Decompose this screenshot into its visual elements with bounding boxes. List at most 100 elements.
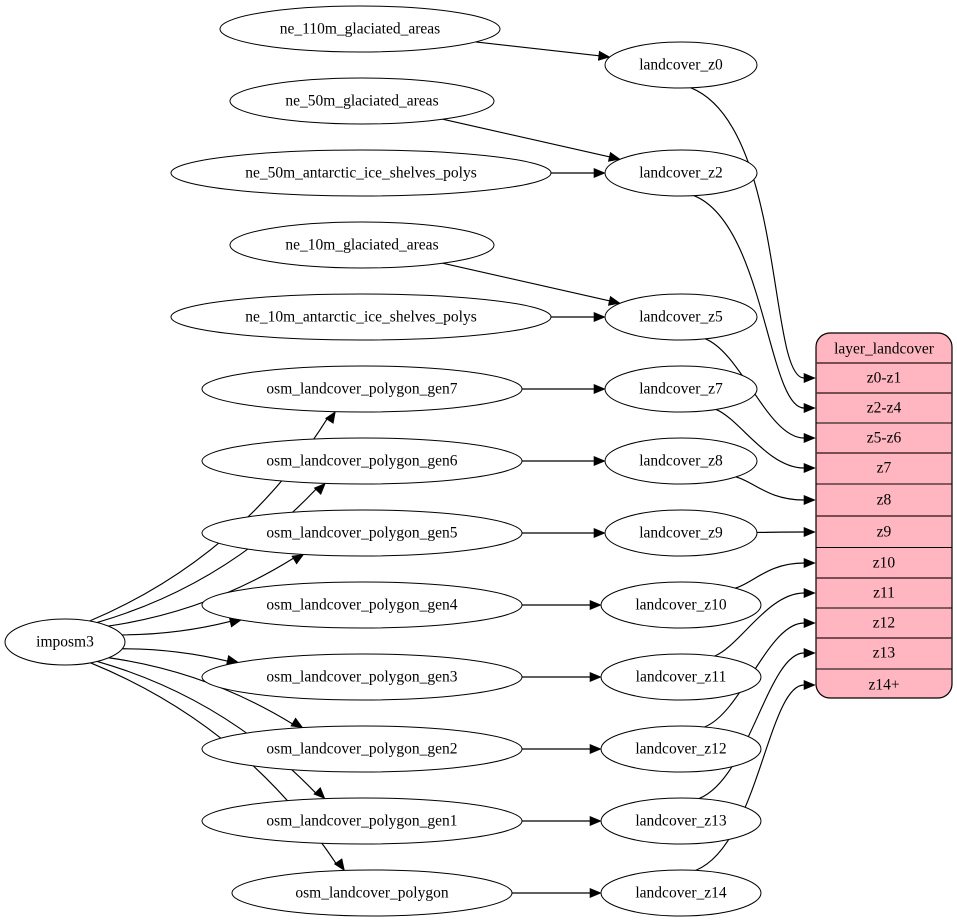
edge-arrowhead	[803, 617, 816, 629]
edge-arrowhead	[313, 787, 326, 800]
table-row[interactable]: z7	[816, 460, 952, 485]
node-landcover_z12[interactable]: landcover_z12	[600, 725, 762, 773]
table-row[interactable]: z11	[816, 585, 952, 609]
edge-landcover_z13-to-z13	[698, 652, 805, 800]
node-label: landcover_z12	[635, 741, 726, 758]
table-row-label: z5-z6	[867, 430, 902, 447]
edge-arrowhead	[290, 717, 304, 729]
node-osm_landcover_polygon_gen2[interactable]: osm_landcover_polygon_gen2	[201, 725, 523, 773]
node-label: osm_landcover_polygon_gen2	[266, 741, 457, 758]
edge-arrowhead	[593, 455, 606, 467]
node-landcover_z0[interactable]: landcover_z0	[604, 41, 758, 89]
node-landcover_z14[interactable]: landcover_z14	[600, 869, 762, 917]
node-shape	[201, 797, 523, 845]
edge-arrowhead	[589, 743, 602, 755]
node-shape	[229, 77, 495, 125]
edge-landcover_z8-to-z8	[735, 476, 805, 501]
table-row-label: z14+	[868, 677, 899, 694]
node-label: ne_110m_glaciated_areas	[280, 21, 440, 38]
edge-arrowhead	[803, 679, 816, 691]
node-ne_10m_antarctic_ice_shelves_polys[interactable]: ne_10m_antarctic_ice_shelves_polys	[170, 293, 552, 341]
node-osm_landcover_polygon_gen4[interactable]: osm_landcover_polygon_gen4	[201, 581, 523, 629]
node-label: ne_10m_antarctic_ice_shelves_polys	[245, 309, 477, 326]
node-shape	[170, 149, 552, 197]
node-osm_landcover_polygon[interactable]: osm_landcover_polygon	[231, 869, 513, 917]
node-osm_landcover_polygon_gen1[interactable]: osm_landcover_polygon_gen1	[201, 797, 523, 845]
edge-imposm3-to-osm_landcover_polygon_gen3	[122, 648, 228, 662]
edge-landcover_z0-to-z0-z1	[690, 87, 805, 379]
edge-arrowhead	[593, 383, 606, 395]
table-row[interactable]: z8	[816, 492, 952, 517]
table-row[interactable]: z2-z4	[816, 400, 952, 424]
edge-ne_10m_glaciated_areas-to-landcover_z5	[442, 262, 610, 302]
node-osm_landcover_polygon_gen3[interactable]: osm_landcover_polygon_gen3	[201, 653, 523, 701]
node-ne_50m_antarctic_ice_shelves_polys[interactable]: ne_50m_antarctic_ice_shelves_polys	[170, 149, 552, 197]
table-header-label: layer_landcover	[834, 341, 935, 358]
node-ne_110m_glaciated_areas[interactable]: ne_110m_glaciated_areas	[219, 5, 501, 53]
node-shape	[600, 869, 762, 917]
node-landcover_z8[interactable]: landcover_z8	[604, 437, 758, 485]
edge-ne_110m_glaciated_areas-to-landcover_z0	[475, 41, 600, 57]
node-label: osm_landcover_polygon	[295, 885, 449, 902]
edge-arrowhead	[607, 151, 621, 162]
node-label: landcover_z11	[636, 669, 727, 686]
node-landcover_z11[interactable]: landcover_z11	[600, 653, 762, 701]
edge-arrowhead	[333, 858, 345, 872]
node-osm_landcover_polygon_gen7[interactable]: osm_landcover_polygon_gen7	[201, 365, 523, 413]
edge-arrowhead	[597, 50, 611, 61]
edge-arrowhead	[803, 462, 816, 474]
edge-arrowhead	[313, 482, 326, 495]
node-shape	[604, 509, 758, 557]
node-ne_10m_glaciated_areas[interactable]: ne_10m_glaciated_areas	[229, 221, 495, 269]
node-shape	[4, 618, 126, 666]
node-landcover_z13[interactable]: landcover_z13	[600, 797, 762, 845]
node-label: imposm3	[36, 634, 94, 651]
node-shape	[604, 41, 758, 89]
node-label: osm_landcover_polygon_gen6	[266, 453, 457, 470]
node-osm_landcover_polygon_gen6[interactable]: osm_landcover_polygon_gen6	[201, 437, 523, 485]
edge-landcover_z11-to-z11	[714, 592, 805, 657]
node-landcover_z2[interactable]: landcover_z2	[604, 149, 758, 197]
node-ne_50m_glaciated_areas[interactable]: ne_50m_glaciated_areas	[229, 77, 495, 125]
table-row[interactable]: z9	[816, 524, 952, 549]
edge-arrowhead	[803, 647, 816, 659]
node-shape	[600, 797, 762, 845]
table-row[interactable]: z13	[816, 645, 952, 670]
node-label: landcover_z0	[639, 57, 723, 74]
table-row[interactable]: z5-z6	[816, 430, 952, 454]
table-row-label: z10	[873, 555, 896, 572]
edge-arrowhead	[803, 372, 816, 384]
node-landcover_z9[interactable]: landcover_z9	[604, 509, 758, 557]
node-osm_landcover_polygon_gen5[interactable]: osm_landcover_polygon_gen5	[201, 509, 523, 557]
edge-imposm3-to-osm_landcover_polygon_gen4	[122, 620, 231, 636]
layer-landcover-table: layer_landcover z0-z1 z2-z4 z5-z6 z7 z8 z9 z10 z…	[815, 332, 953, 699]
node-shape	[600, 725, 762, 773]
node-label: landcover_z8	[639, 453, 723, 470]
node-label: osm_landcover_polygon_gen5	[266, 525, 457, 542]
table-row[interactable]: z12	[816, 615, 952, 639]
node-shape	[201, 581, 523, 629]
node-shape	[600, 653, 762, 701]
node-landcover_z10[interactable]: landcover_z10	[600, 581, 762, 629]
node-shape	[229, 221, 495, 269]
node-shape	[219, 5, 501, 53]
node-landcover_z7[interactable]: landcover_z7	[604, 365, 758, 413]
table-row[interactable]: z0-z1	[816, 370, 952, 394]
node-imposm3[interactable]: imposm3	[4, 618, 126, 666]
node-shape	[201, 725, 523, 773]
edge-landcover_z7-to-z7	[715, 408, 805, 469]
edge-arrowhead	[803, 557, 816, 569]
edge-arrowhead	[324, 411, 336, 424]
node-shape	[231, 869, 513, 917]
node-landcover_z5[interactable]: landcover_z5	[604, 293, 758, 341]
table-row-label: z12	[873, 615, 895, 632]
table-row[interactable]: z10	[816, 555, 952, 579]
node-label: ne_50m_glaciated_areas	[285, 93, 438, 110]
node-shape	[604, 365, 758, 413]
table-row-label: z7	[877, 460, 892, 477]
edge-arrowhead	[589, 671, 602, 683]
node-shape	[604, 149, 758, 197]
node-shape	[600, 581, 762, 629]
table-row[interactable]: z14+	[868, 677, 899, 694]
